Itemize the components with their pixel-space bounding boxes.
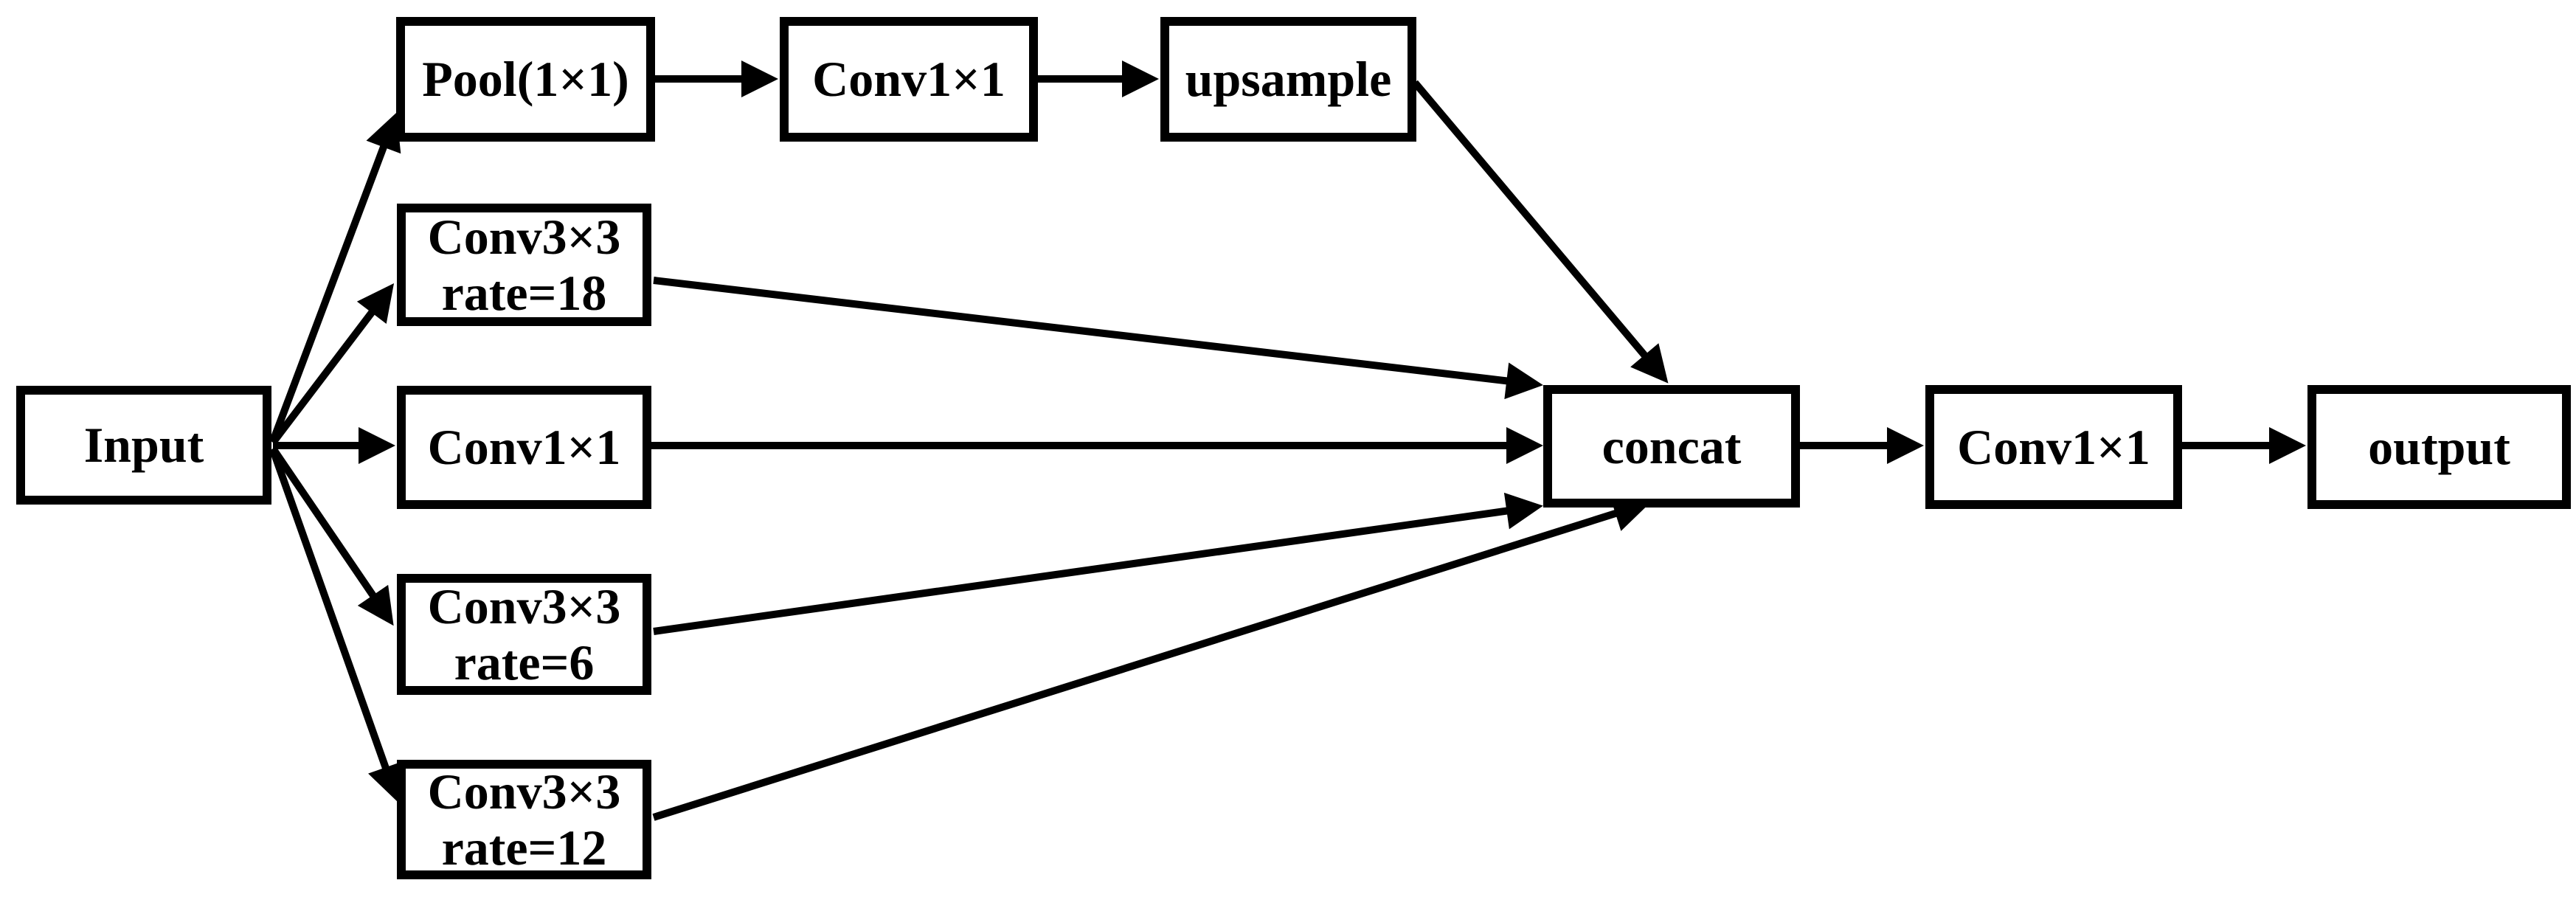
node-conv1x1-middle-label: Conv1×1: [427, 419, 621, 476]
node-conv3x3-rate6-label: Conv3×3: [427, 578, 621, 634]
arrow-rate18-to-concat: [653, 277, 1543, 400]
node-conv3x3-rate12-label: Conv3×3: [427, 763, 621, 820]
node-conv1x1-output-side-label: Conv1×1: [1957, 418, 2150, 475]
arrow-input-to-rate12: [269, 448, 404, 803]
node-input-label: Input: [83, 417, 204, 474]
arrow-input-to-rate18: [270, 283, 395, 446]
node-conv3x3-rate18: Conv3×3 rate=18: [397, 204, 651, 326]
node-upsample-label: upsample: [1185, 51, 1392, 108]
node-conv1x1-top: Conv1×1: [780, 17, 1038, 142]
arrow-input-to-rate6: [269, 446, 394, 626]
arrow-upsample-to-concat: [1412, 80, 1669, 384]
node-conv3x3-rate12: Conv3×3 rate=12: [397, 760, 651, 879]
node-conv3x3-rate6-sublabel: rate=6: [454, 634, 595, 690]
arrow-rate12-to-concat: [652, 496, 1651, 821]
node-output: output: [2307, 385, 2571, 509]
node-conv3x3-rate12-sublabel: rate=12: [441, 820, 607, 876]
node-conv1x1-middle: Conv1×1: [397, 386, 651, 509]
node-conv3x3-rate18-sublabel: rate=18: [441, 265, 607, 321]
node-output-label: output: [2368, 418, 2510, 475]
node-pool-1x1: Pool(1×1): [396, 17, 655, 142]
node-upsample: upsample: [1160, 17, 1416, 142]
node-input: Input: [16, 386, 271, 505]
node-concat: concat: [1543, 385, 1800, 508]
node-conv3x3-rate18-label: Conv3×3: [427, 208, 621, 265]
node-pool-1x1-label: Pool(1×1): [422, 51, 629, 108]
arrow-rate6-to-concat: [653, 492, 1543, 635]
node-concat-label: concat: [1602, 418, 1742, 474]
arrow-input-to-pool: [269, 112, 401, 443]
node-conv1x1-top-label: Conv1×1: [812, 51, 1005, 108]
node-conv1x1-output-side: Conv1×1: [1925, 385, 2182, 509]
node-conv3x3-rate6: Conv3×3 rate=6: [397, 574, 651, 695]
